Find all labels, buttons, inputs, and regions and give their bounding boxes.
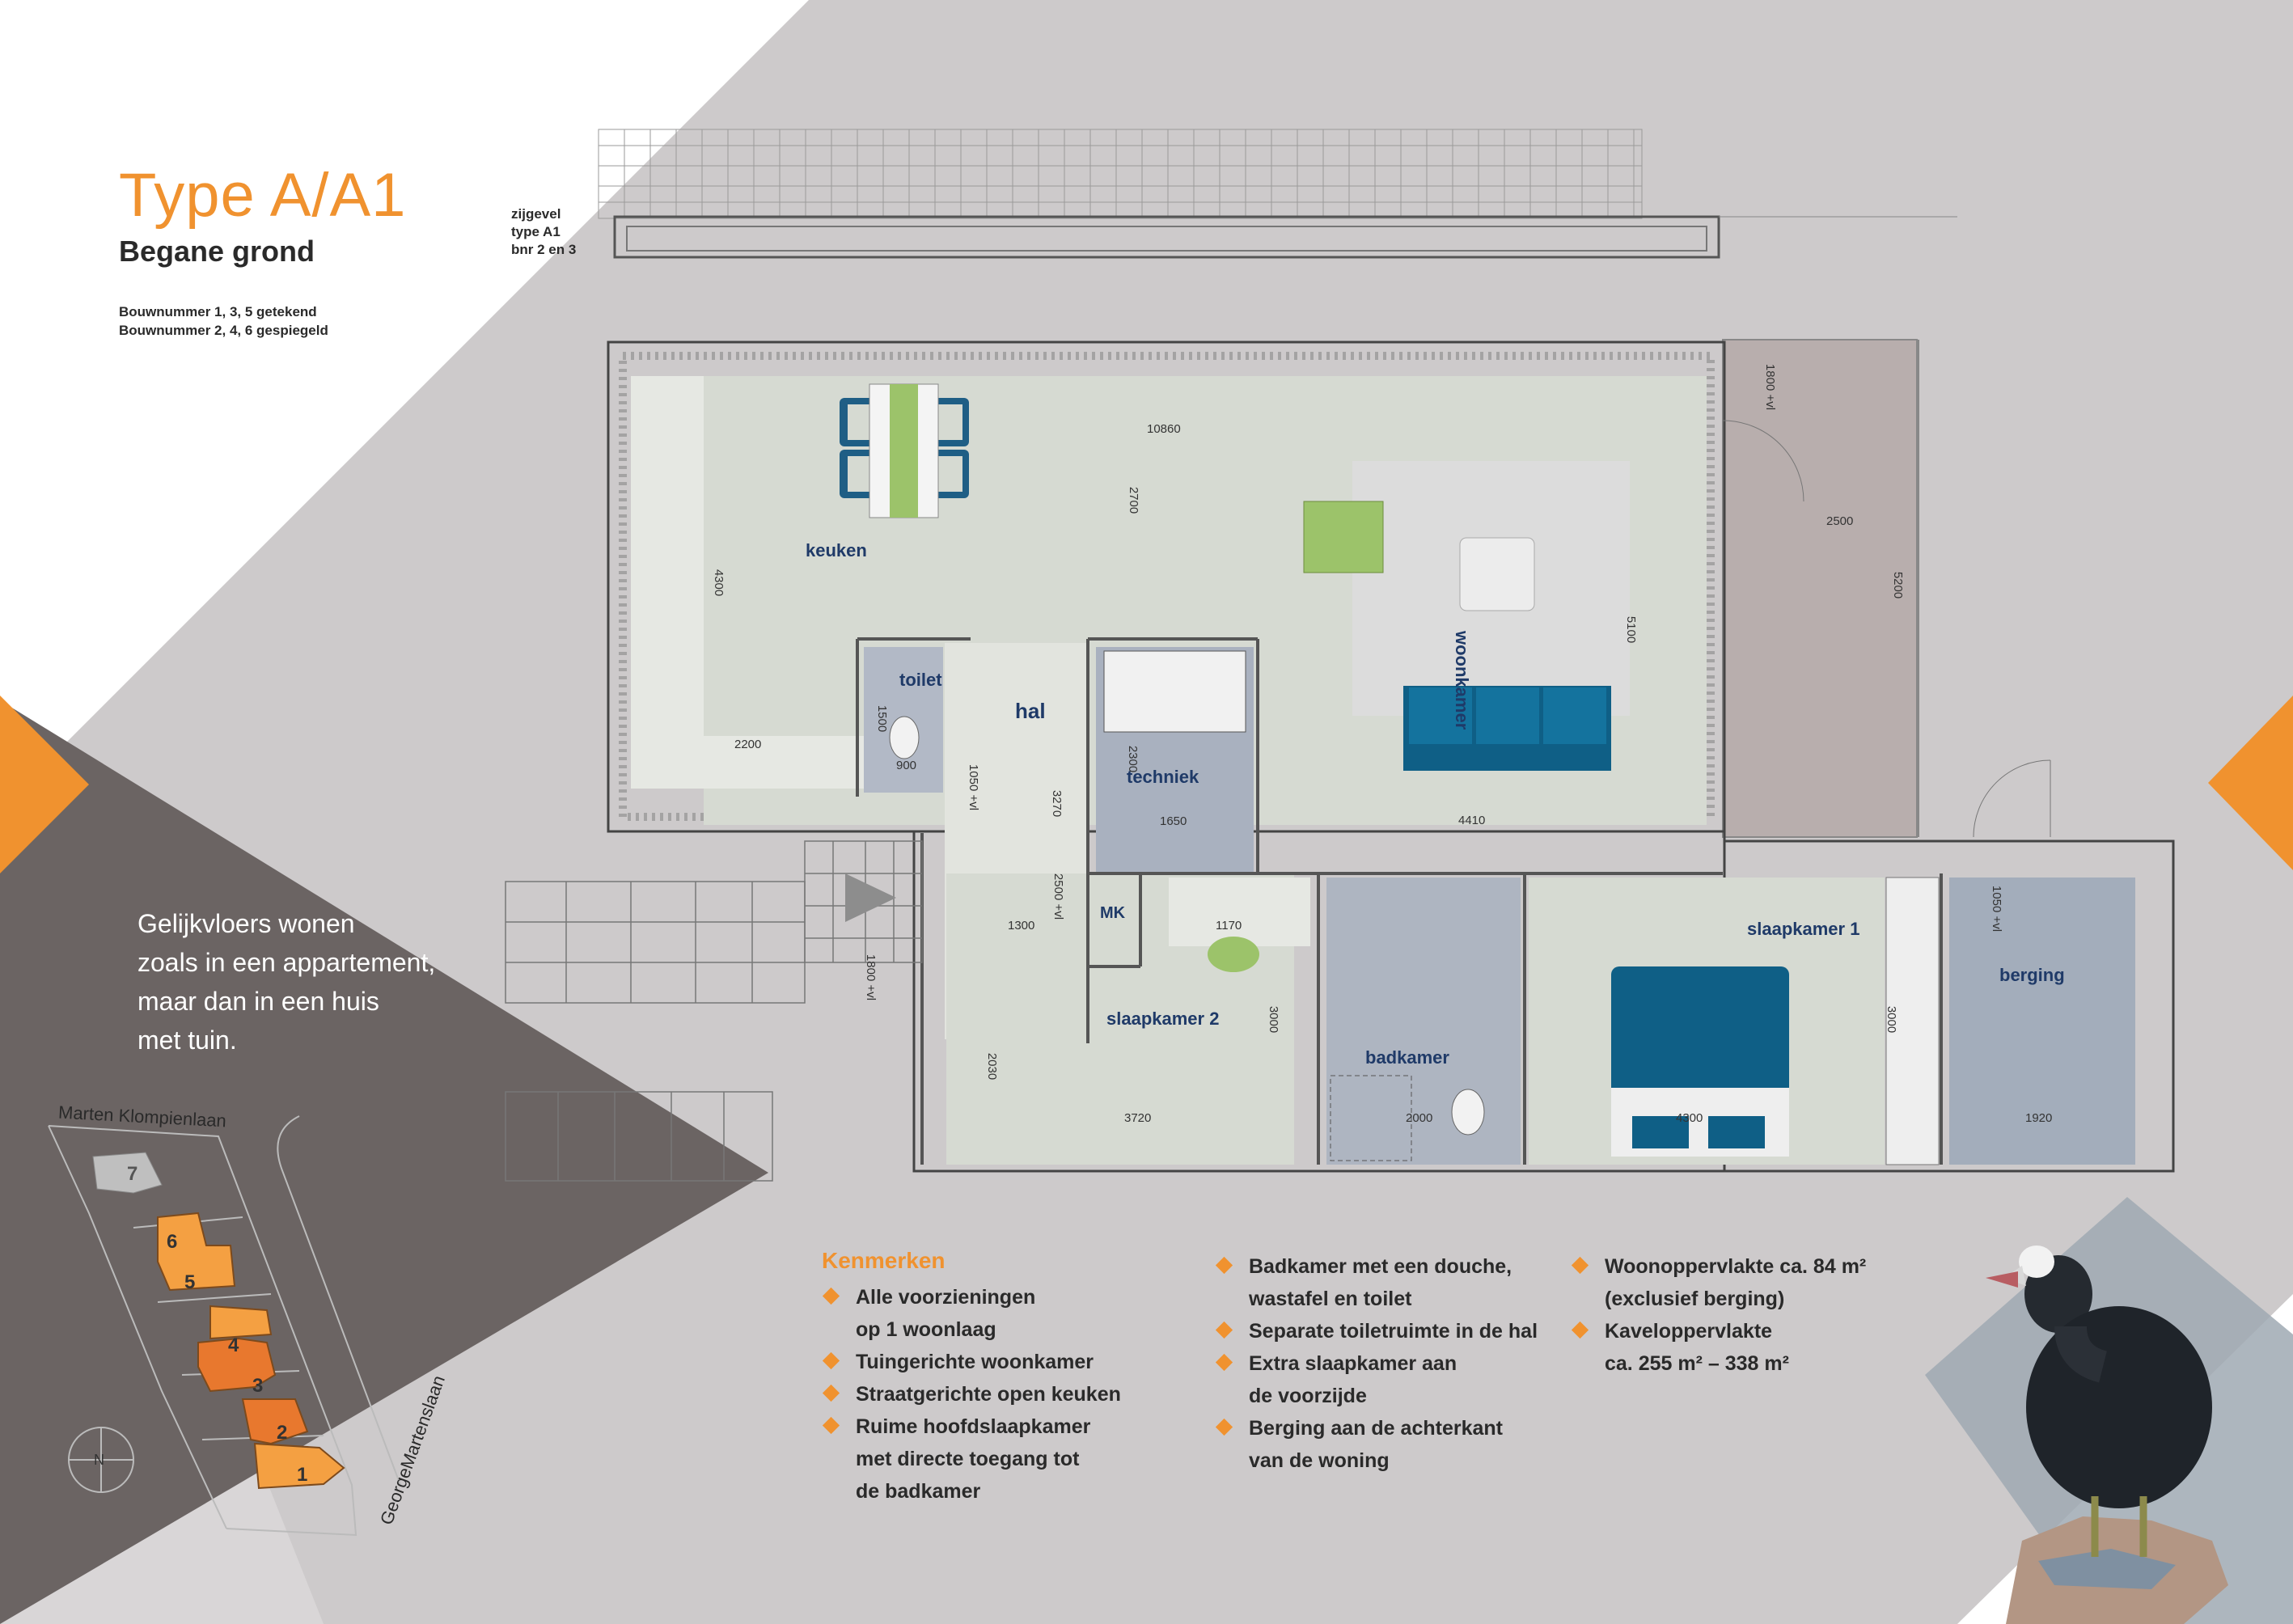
dim-1920: 1920 xyxy=(2025,1111,2053,1125)
label-slaapkamer-2: slaapkamer 2 xyxy=(1106,1009,1220,1029)
dim-4300: 4300 xyxy=(712,569,726,597)
dim-2500: 2500 xyxy=(1826,514,1854,528)
dim-2000: 2000 xyxy=(1406,1111,1433,1125)
bed xyxy=(1611,966,1789,1157)
build-notes: Bouwnummer 1, 3, 5 getekend Bouwnummer 2… xyxy=(119,302,328,340)
orange-arrow-left xyxy=(0,696,89,873)
label-mk: MK xyxy=(1100,904,1126,922)
dim-3270: 3270 xyxy=(1050,789,1064,818)
dim-1800-entrance: 1800 +vl xyxy=(864,954,878,1001)
dim-2200: 2200 xyxy=(734,738,762,751)
feature-item: Separate toiletruimte in de hal xyxy=(1215,1315,1587,1347)
feature-item: Woonoppervlakte ca. 84 m²(exclusief berg… xyxy=(1571,1250,1910,1315)
elevation-grid xyxy=(598,129,1957,259)
siteplan xyxy=(48,1115,401,1537)
orange-arrow-right xyxy=(2208,696,2293,870)
features-col-3: Woonoppervlakte ca. 84 m²(exclusief berg… xyxy=(1571,1250,1910,1380)
dim-1800-terrace: 1800 +vl xyxy=(1763,363,1778,411)
dim-3720: 3720 xyxy=(1124,1111,1152,1125)
note-drawn: Bouwnummer 1, 3, 5 getekend xyxy=(119,304,317,319)
north-indicator: N xyxy=(94,1452,104,1468)
feature-item: Tuingerichte woonkamer xyxy=(822,1346,1178,1378)
page-title: Type A/A1 xyxy=(119,161,407,230)
dim-900: 900 xyxy=(896,759,917,772)
lot-2: 2 xyxy=(277,1422,288,1444)
dim-1050-berging: 1050 +vl xyxy=(1990,885,2004,933)
feature-item: Badkamer met een douche,wastafel en toil… xyxy=(1215,1250,1587,1315)
label-badkamer: badkamer xyxy=(1365,1047,1449,1068)
dim-2700: 2700 xyxy=(1127,486,1141,514)
coot-illustration xyxy=(1986,1245,2228,1624)
feature-item: Straatgerichte open keuken xyxy=(822,1378,1178,1410)
dim-1170: 1170 xyxy=(1216,919,1242,933)
dim-3000-b: 3000 xyxy=(1885,1005,1899,1034)
label-techniek: techniek xyxy=(1127,767,1199,787)
intro-text: Gelijkvloers wonen zoals in een appartem… xyxy=(137,909,436,1055)
room-berging xyxy=(1949,878,2135,1165)
features-col-2: Badkamer met een douche,wastafel en toil… xyxy=(1215,1250,1587,1477)
note-mirrored: Bouwnummer 2, 4, 6 gespiegeld xyxy=(119,323,328,338)
label-berging: berging xyxy=(1999,965,2065,985)
lot-1: 1 xyxy=(297,1464,308,1486)
dim-1050-hal: 1050 +vl xyxy=(967,763,981,811)
dim-1300: 1300 xyxy=(1008,919,1035,933)
dim-2300: 2300 xyxy=(1126,745,1140,773)
dim-5200: 5200 xyxy=(1891,571,1906,599)
dim-10860: 10860 xyxy=(1147,422,1181,436)
lot-3: 3 xyxy=(252,1375,264,1397)
label-keuken: keuken xyxy=(806,540,867,560)
label-hal: hal xyxy=(1015,699,1046,723)
page-subtitle: Begane grond xyxy=(119,235,315,268)
lot-4: 4 xyxy=(228,1334,239,1356)
dim-4300-b: 4300 xyxy=(1676,1111,1703,1125)
elevation-label: zijgevel type A1 bnr 2 en 3 xyxy=(511,206,577,257)
dim-3000-a: 3000 xyxy=(1267,1005,1281,1034)
room-badkamer xyxy=(1326,878,1521,1165)
dim-4410: 4410 xyxy=(1458,814,1486,827)
dining-table xyxy=(840,383,969,518)
lot-houses xyxy=(157,1212,345,1490)
lot-6: 6 xyxy=(167,1231,178,1253)
terrace xyxy=(1722,339,1918,838)
label-woonkamer: woonkamer xyxy=(1452,631,1472,730)
label-slaapkamer-1: slaapkamer 1 xyxy=(1747,919,1860,939)
dim-2030: 2030 xyxy=(985,1052,1000,1081)
dim-5100: 5100 xyxy=(1624,615,1639,644)
features-heading: Kenmerken xyxy=(822,1248,946,1273)
dim-1500: 1500 xyxy=(875,704,890,733)
lot-5: 5 xyxy=(184,1271,196,1293)
dark-panel xyxy=(0,700,768,1624)
dim-1650: 1650 xyxy=(1160,814,1187,828)
lot-7: 7 xyxy=(127,1163,138,1185)
dim-2500-vl: 2500 +vl xyxy=(1051,873,1066,920)
label-toilet: toilet xyxy=(899,670,942,690)
